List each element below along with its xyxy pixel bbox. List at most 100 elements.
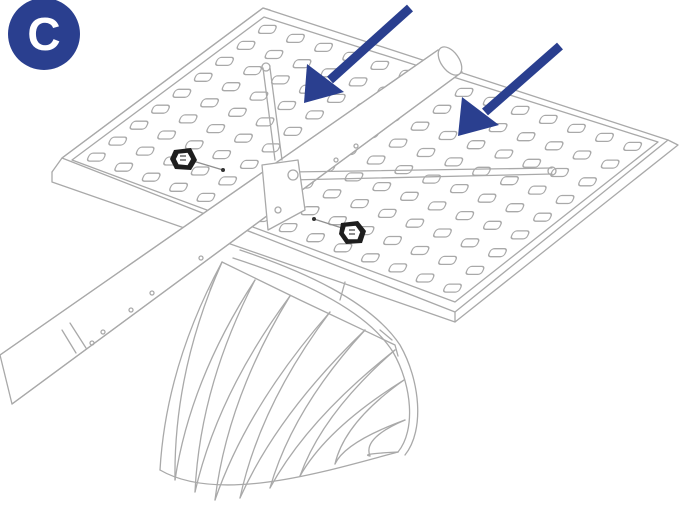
backboard-hole (212, 149, 232, 160)
backboard-hole (227, 107, 247, 117)
backboard-hole (482, 220, 502, 230)
backboard-hole (494, 149, 514, 159)
backboard-hole (383, 235, 403, 246)
knob-bolt-icon (170, 148, 366, 244)
backboard-hole (522, 158, 542, 168)
backboard-hole (236, 40, 256, 51)
backboard-hole (184, 140, 204, 150)
backboard-hole (410, 121, 430, 131)
backboard-hole (218, 176, 238, 186)
backboard-hole (449, 183, 469, 194)
backboard-hole (206, 123, 226, 134)
backboard-hole (432, 104, 452, 114)
backboard-hole (348, 77, 368, 87)
backboard-hole (372, 181, 392, 192)
backboard-hole (86, 152, 106, 162)
backboard-hole (370, 60, 390, 71)
backboard-hole (505, 203, 525, 213)
backboard-hole (326, 93, 346, 104)
net-strand (214, 295, 291, 501)
backboard-hole (333, 243, 353, 253)
backboard-hole (172, 88, 192, 98)
backboard-hole (243, 65, 263, 76)
backboard-hole (366, 155, 386, 165)
backboard-hole (465, 265, 485, 276)
backboard-hole (360, 253, 380, 263)
pole-icon (0, 46, 463, 405)
backboard-hole (178, 114, 198, 124)
backboard-hole (255, 117, 275, 127)
brace-icon (261, 62, 557, 231)
backboard-hole (388, 138, 408, 148)
backboard-hole (278, 222, 298, 233)
backboard-hole (193, 72, 213, 82)
arrow-icon-lower (458, 42, 563, 136)
backboard-hole (135, 146, 155, 156)
backboard-hole (410, 245, 430, 256)
backboard-hole (460, 238, 480, 248)
backboard-hole (190, 166, 210, 176)
backboard-hole (623, 141, 643, 152)
backboard-hole (306, 233, 326, 243)
backboard-hole (108, 136, 128, 146)
net-bottom-ring (159, 451, 399, 486)
backboard-hole (415, 273, 435, 283)
backboard-hole (292, 59, 312, 69)
backboard-hole (487, 248, 507, 258)
backboard-hole (344, 172, 364, 182)
backboard-hole (550, 167, 570, 178)
net-strand (269, 349, 396, 489)
backboard-hole (399, 191, 419, 201)
backboard-hole (533, 212, 553, 222)
backboard-hole (200, 98, 220, 108)
backboard-hole (510, 105, 530, 116)
backboard-hole (595, 132, 615, 143)
backboard-hole (566, 123, 586, 134)
step-label: C (27, 8, 60, 60)
backboard-hole (466, 140, 486, 150)
backboard-hole (499, 176, 519, 186)
backboard-hole (286, 33, 305, 44)
backboard-icon (51, 7, 679, 323)
backboard-hole (516, 132, 536, 142)
step-badge: C (8, 0, 80, 70)
net-strand (239, 311, 331, 499)
backboard-hole (442, 283, 462, 293)
backboard-hole (488, 122, 508, 133)
backboard-hole (150, 104, 170, 114)
backboard-hole (438, 255, 458, 266)
backboard-hole (444, 157, 464, 167)
backboard-hole (377, 208, 397, 219)
backboard-hole (388, 263, 408, 273)
net-strand (174, 261, 223, 481)
net-strand (299, 349, 396, 477)
net-strand (239, 329, 366, 499)
backboard-hole (544, 141, 564, 151)
net-strand (334, 379, 405, 465)
backboard-hole (477, 193, 497, 203)
backboard-hole (215, 56, 235, 67)
backboard-hole (455, 210, 475, 221)
backboard-hole (257, 24, 277, 35)
backboard-hole (264, 49, 284, 60)
net-strand (194, 295, 291, 493)
backboard-hole (327, 216, 347, 226)
backboard-hole (405, 218, 425, 228)
backboard-hole (141, 172, 161, 182)
backboard-hole (129, 120, 149, 130)
backboard-hole (277, 100, 297, 111)
backboard-hole (239, 159, 259, 170)
backboard-hole (600, 159, 620, 169)
net-icon (159, 261, 406, 501)
backboard-hole (432, 228, 452, 238)
backboard-hole (196, 192, 216, 203)
net-strand (368, 419, 406, 457)
backboard-hole (438, 130, 458, 141)
backboard-hole (350, 198, 370, 209)
net-strand (159, 261, 223, 471)
backboard-hole (416, 147, 436, 158)
backboard-hole (233, 133, 253, 143)
backboard-hole (572, 150, 592, 160)
net-strand (214, 311, 331, 501)
